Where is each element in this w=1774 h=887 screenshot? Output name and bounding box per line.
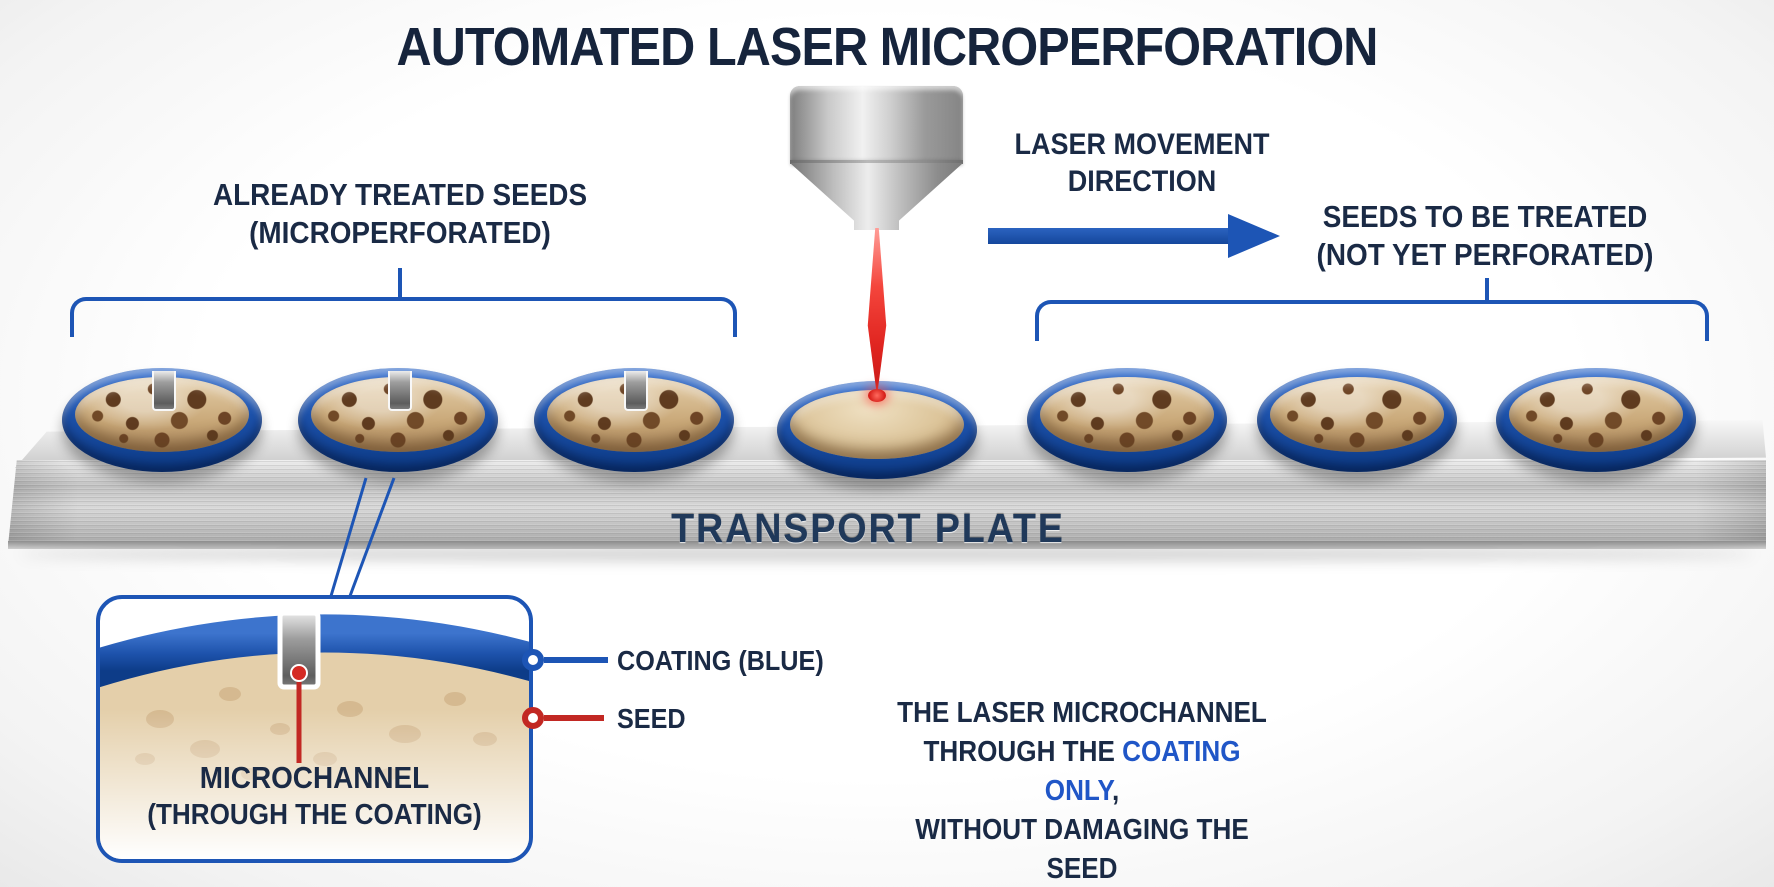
untreated-seeds-bracket: [1035, 300, 1709, 341]
microchannel-label: MICROCHANNEL (THROUGH THE COATING): [121, 759, 507, 833]
transport-plate-shadow: [20, 548, 1754, 560]
microperforation-notch: [388, 371, 412, 411]
untreated-bracket-tick: [1485, 278, 1489, 301]
page-title: AUTOMATED LASER MICROPERFORATION: [396, 17, 1379, 77]
seed-body: [311, 377, 485, 452]
seed-untreated: [1257, 368, 1457, 472]
transport-plate-bottom-edge: [8, 541, 1766, 549]
seed-callout-marker: [522, 707, 544, 729]
laser-direction-label-line1: LASER MOVEMENT: [1014, 128, 1270, 161]
untreated-seeds-label-line2: (NOT YET PERFORATED): [1316, 237, 1654, 272]
microchannel-label-line1: MICROCHANNEL: [199, 760, 430, 795]
coating-only-highlight: COATING ONLY: [1044, 736, 1241, 807]
seed-body: [75, 377, 249, 452]
laser-beam: [867, 228, 887, 396]
seed-body: [1040, 377, 1214, 452]
seed-treated: [534, 368, 734, 472]
microperforation-notch: [624, 371, 648, 411]
seed-body: [1270, 377, 1444, 452]
laser-direction-label-line2: DIRECTION: [1067, 165, 1217, 198]
laser-nozzle-tip: [790, 163, 963, 230]
seed-callout-label: SEED: [617, 703, 686, 734]
seed-callout-line: [544, 715, 604, 721]
untreated-seeds-label: SEEDS TO BE TREATED (NOT YET PERFORATED): [1305, 198, 1665, 274]
laser-direction-arrow: [988, 228, 1230, 244]
coating-callout-marker: [522, 649, 544, 671]
treated-seeds-label-line2: (MICROPERFORATED): [249, 215, 551, 250]
treated-seeds-bracket: [70, 297, 737, 337]
laser-nozzle-seam: [790, 160, 963, 164]
laser-note: THE LASER MICROCHANNEL THROUGH THE COATI…: [897, 694, 1268, 887]
microchannel-inset-box: MICROCHANNEL (THROUGH THE COATING): [96, 595, 533, 863]
seed-body: [1509, 377, 1683, 452]
laser-direction-arrow-head-icon: [1228, 214, 1280, 258]
laser-impact-dot: [868, 389, 886, 402]
microchannel-inset-graphic: [100, 610, 529, 859]
microperforation-notch: [152, 371, 176, 411]
laser-note-line3: WITHOUT DAMAGING THE SEED: [915, 814, 1249, 885]
transport-plate-label: TRANSPORT PLATE: [671, 505, 1065, 551]
untreated-seeds-label-line1: SEEDS TO BE TREATED: [1322, 199, 1648, 234]
coating-callout-line: [544, 657, 608, 663]
laser-nozzle-body: [790, 86, 963, 164]
treated-seeds-label: ALREADY TREATED SEEDS (MICROPERFORATED): [175, 176, 625, 252]
laser-note-line1: THE LASER MICROCHANNEL: [897, 697, 1267, 729]
seed-treated: [298, 368, 498, 472]
microchannel-label-line2: (THROUGH THE COATING): [147, 799, 482, 831]
seed-untreated: [1496, 368, 1696, 472]
treated-seeds-label-line1: ALREADY TREATED SEEDS: [212, 177, 588, 212]
coating-callout-label: COATING (BLUE): [617, 645, 824, 676]
laser-direction-label: LASER MOVEMENT DIRECTION: [1007, 126, 1277, 200]
laser-note-line2: THROUGH THE COATING ONLY,: [923, 736, 1241, 807]
seed-treated: [62, 368, 262, 472]
seed-untreated: [1027, 368, 1227, 472]
treated-bracket-tick: [398, 268, 402, 298]
